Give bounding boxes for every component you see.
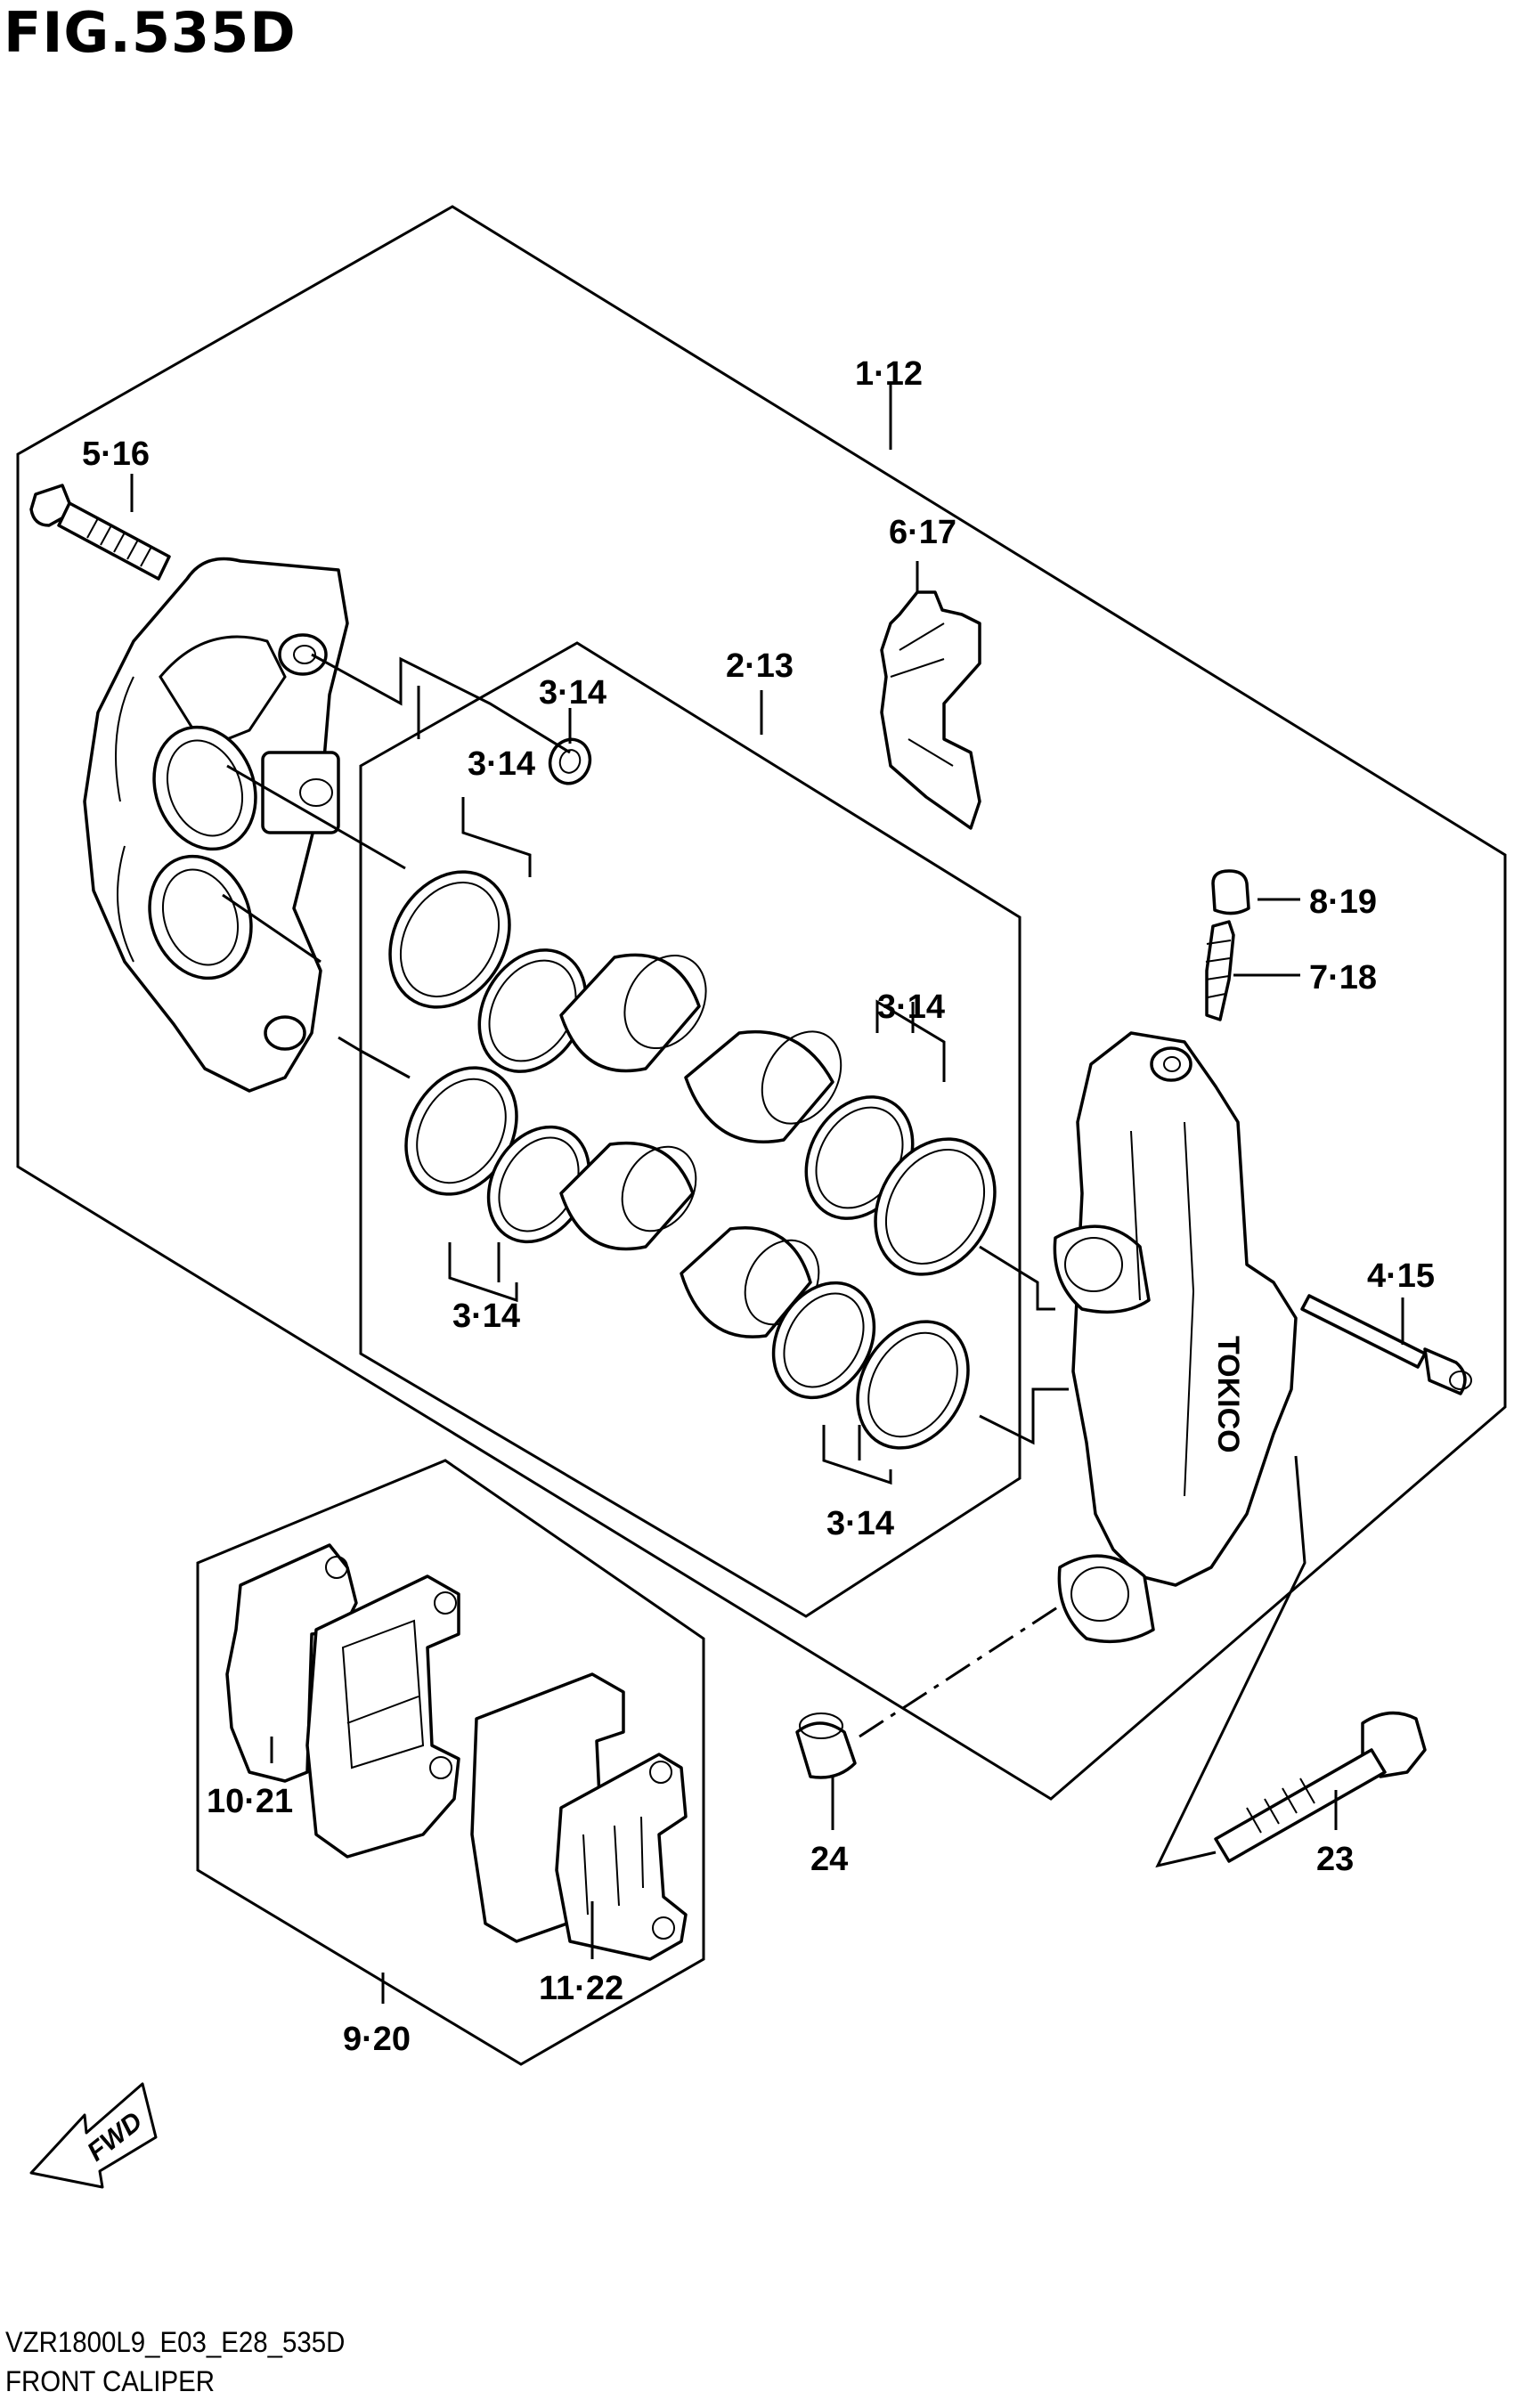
collar-24 bbox=[795, 1712, 857, 1779]
fwd-arrow-icon: FWD bbox=[29, 2082, 158, 2189]
callout-4-15: 4·15 bbox=[1367, 1257, 1435, 1295]
bolt-23 bbox=[1214, 1711, 1427, 1863]
callout-3-14-d: 3·14 bbox=[452, 1298, 520, 1335]
callout-5-16: 5·16 bbox=[82, 435, 150, 473]
callout-24: 24 bbox=[810, 1841, 848, 1878]
small-seal-3-14 bbox=[548, 737, 592, 785]
caliper-brand-text: TOKICO bbox=[1211, 1336, 1245, 1453]
callout-3-14-c: 3·14 bbox=[877, 988, 945, 1026]
callout-10-21: 10·21 bbox=[207, 1783, 293, 1820]
callout-8-19: 8·19 bbox=[1309, 883, 1377, 921]
left-caliper-half bbox=[83, 557, 349, 1093]
brake-pad-10-21 bbox=[225, 1543, 460, 1859]
leader-lines bbox=[130, 385, 1404, 2004]
callout-7-18: 7·18 bbox=[1309, 959, 1377, 997]
bleeder-cap-8-19 bbox=[1211, 869, 1250, 915]
callout-3-14-e: 3·14 bbox=[826, 1505, 894, 1542]
callout-3-14-b: 3·14 bbox=[468, 745, 535, 783]
assembly-frame-1-12 bbox=[16, 205, 1507, 1801]
bleeder-screw-7-18 bbox=[1205, 920, 1235, 1021]
figure-title: FIG.535D bbox=[4, 0, 297, 65]
piston-kit-frame-2-13 bbox=[359, 641, 1022, 1618]
piston-seals-and-pistons bbox=[388, 870, 997, 1450]
callout-23: 23 bbox=[1316, 1841, 1354, 1878]
right-caliper-half: TOKICO bbox=[1053, 1031, 1298, 1644]
pad-spring-6-17 bbox=[880, 590, 981, 830]
model-code-caption: VZR1800L9_E03_E28_535D bbox=[5, 2326, 346, 2358]
figure-name-caption: FRONT CALIPER bbox=[5, 2365, 216, 2397]
callout-3-14-a: 3·14 bbox=[539, 674, 606, 712]
callout-2-13: 2·13 bbox=[726, 647, 794, 685]
mounting-bolt-4-15 bbox=[1300, 1294, 1472, 1395]
callout-11-22: 11·22 bbox=[539, 1970, 623, 2007]
callout-1-12: 1·12 bbox=[855, 355, 923, 393]
brake-pad-11-22 bbox=[470, 1672, 688, 1961]
seal-group-brackets bbox=[448, 797, 946, 1485]
pad-set-frame-9-20 bbox=[196, 1459, 705, 2066]
callout-6-17: 6·17 bbox=[889, 514, 956, 551]
caliper-bolt-5-16 bbox=[29, 484, 171, 581]
callout-9-20: 9·20 bbox=[343, 2021, 411, 2058]
